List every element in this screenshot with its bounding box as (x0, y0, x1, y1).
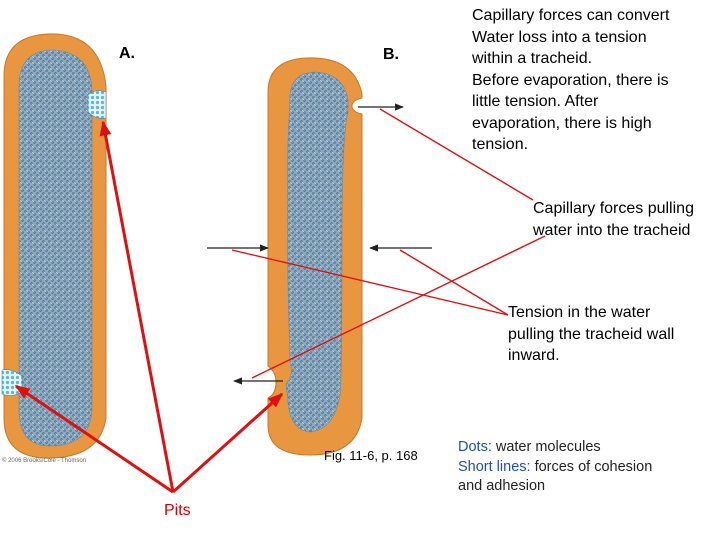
pointer-tension-to-left-arrow (231, 249, 509, 316)
note-line: tension. (472, 136, 529, 153)
tracheid-b-lumen (285, 71, 349, 433)
note-line: water into the tracheid (533, 221, 691, 239)
note-line: Before evaporation, there is (472, 71, 669, 89)
pits-label: Pits (164, 502, 191, 519)
legend-dots-text: water molecules (491, 439, 601, 455)
note-line: Tension in the water (508, 304, 651, 321)
note-line: Capillary forces pulling (533, 200, 694, 217)
pit-pointer-b (171, 392, 284, 494)
pointer-tension-to-right-arrow (399, 249, 509, 316)
tracheid-a-pit-top (87, 90, 107, 119)
note-line: within a tracheid. (472, 50, 593, 67)
note-line: pulling the tracheid wall (508, 325, 675, 343)
tracheid-b (267, 57, 363, 456)
pit-pointers (14, 120, 284, 494)
legend-lines: Short lines: forces of cohesion (458, 458, 652, 478)
legend-lines-continued: and adhesion (458, 478, 546, 494)
pit-pointer-a-bottom (14, 384, 174, 494)
pointer-lines (231, 108, 546, 379)
legend: Dots: water molecules Short lines: force… (458, 438, 652, 497)
pointer-capillary-note (251, 235, 546, 379)
figure-reference: Fig. 11-6, p. 168 (324, 448, 418, 463)
pit-pointer-a-top (99, 120, 175, 493)
tracheid-a (1, 33, 107, 459)
copyright-notice: © 2006 Brooks/Cole - Thomson (2, 458, 87, 464)
tracheid-a-pit-bottom (1, 369, 23, 396)
note-capillary-conversion: Capillary forces can convert Water loss … (472, 5, 718, 156)
force-arrows (207, 103, 432, 385)
legend-dots-key: Dots: (458, 439, 492, 455)
pointer-conversion-note (379, 108, 534, 201)
label-tracheid-b: B. (383, 46, 399, 63)
note-line: little tension. After (472, 93, 599, 110)
note-tension: Tension in the water pulling the trachei… (508, 302, 718, 367)
legend-lines-text: forces of cohesion (530, 458, 653, 475)
legend-lines-key: Short lines: (458, 458, 531, 475)
legend-dots: Dots: water molecules (458, 438, 652, 458)
note-line: Capillary forces can convert (472, 7, 670, 24)
label-tracheid-a: A. (119, 45, 135, 62)
note-line: inward. (508, 347, 560, 364)
note-capillary-forces: Capillary forces pulling water into the … (533, 198, 719, 241)
note-line: evaporation, there is high (472, 114, 652, 132)
tracheid-a-lumen (18, 49, 93, 447)
note-line: Water loss into a tension (472, 28, 647, 46)
